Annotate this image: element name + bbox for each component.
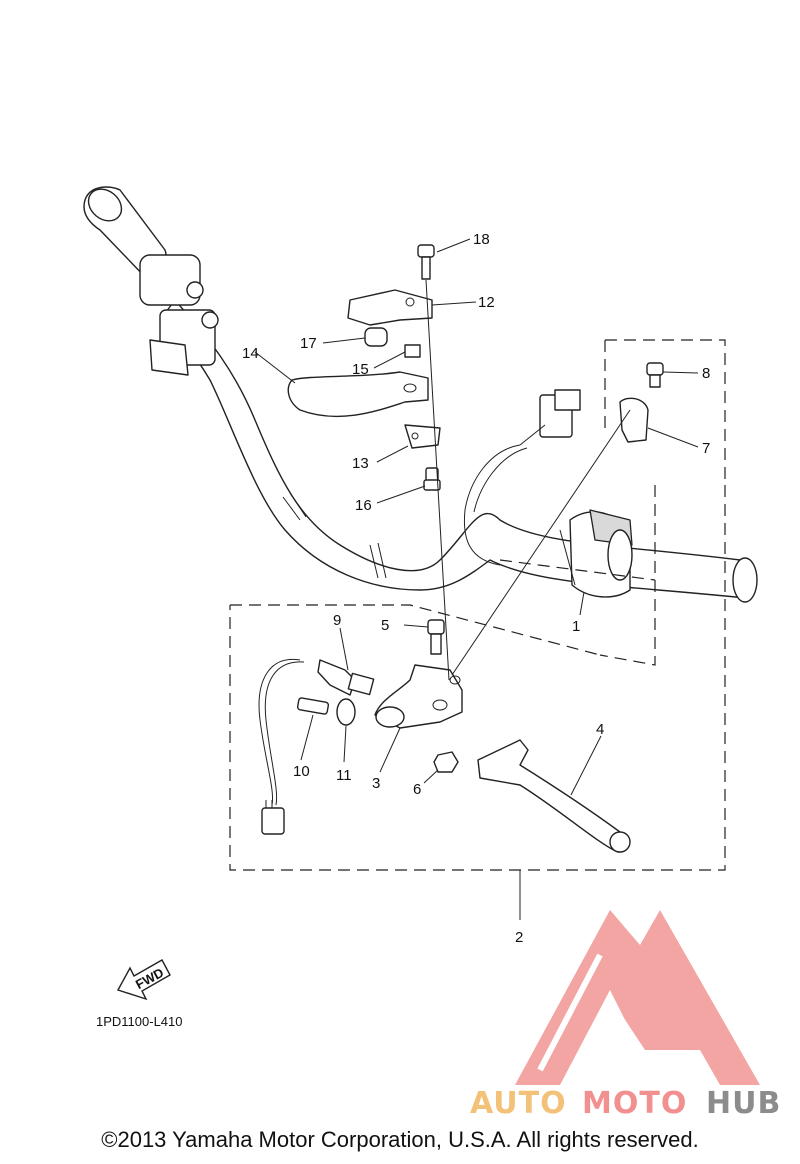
callout-15: 15 <box>352 361 369 378</box>
callout-17: 17 <box>300 335 317 352</box>
callout-3: 3 <box>372 775 380 792</box>
fwd-arrow-icon: FWD <box>116 959 171 1001</box>
callout-5: 5 <box>381 617 389 634</box>
callout-14: 14 <box>242 345 259 362</box>
svg-text:HUB: HUB <box>706 1086 781 1121</box>
part-4-lever <box>477 739 631 853</box>
part-6-nut <box>433 751 459 773</box>
automotohub-logo <box>515 910 760 1085</box>
assembly-axis <box>425 279 450 681</box>
switch-assembly <box>559 509 633 598</box>
callout-6: 6 <box>413 781 421 798</box>
part-14-lever <box>287 371 429 418</box>
part-7-clamp <box>619 397 649 443</box>
callout-13: 13 <box>352 455 369 472</box>
fwd-label: FWD <box>133 965 166 992</box>
automotohub-wordmark: AUTO MOTO HUB <box>470 1086 781 1121</box>
callout-10: 10 <box>293 763 310 780</box>
group-1-box <box>599 339 726 666</box>
right-grip-end <box>732 557 758 603</box>
callout-11: 11 <box>336 767 352 784</box>
callout-2: 2 <box>515 929 523 946</box>
svg-text:AUTO: AUTO <box>470 1086 567 1121</box>
callout-16: 16 <box>355 497 372 514</box>
parts-diagram: 18 12 17 15 14 13 16 8 7 1 5 9 10 11 3 6… <box>83 186 781 1121</box>
group-2-box <box>229 485 726 871</box>
callout-1: 1 <box>572 618 580 635</box>
svg-text:MOTO: MOTO <box>582 1086 687 1121</box>
part-15-bolt <box>404 344 421 358</box>
master-cylinder <box>139 254 219 376</box>
part-11-nut <box>336 698 356 726</box>
part-18-bolt <box>417 244 435 280</box>
part-9-switch-cable <box>258 658 375 835</box>
callout-9: 9 <box>333 612 341 629</box>
callout-7: 7 <box>702 440 710 457</box>
group-1-box-lower <box>499 559 656 581</box>
copyright-notice: ©2013 Yamaha Motor Corporation, U.S.A. A… <box>101 1127 699 1152</box>
part-3-lever-holder <box>374 664 463 729</box>
callout-18: 18 <box>473 231 490 248</box>
callout-4: 4 <box>596 721 604 738</box>
part-13-plate <box>404 424 441 449</box>
part-16-screw <box>423 467 441 491</box>
part-5-bolt <box>427 619 445 655</box>
callout-8: 8 <box>702 365 710 382</box>
assembly-axis-2 <box>451 409 631 676</box>
part-17-knob <box>364 327 388 347</box>
drawing-code: 1PD1100-L410 <box>96 1014 183 1029</box>
wire-harness <box>463 389 581 566</box>
part-8-screw <box>646 362 664 388</box>
part-12-holder <box>347 289 433 326</box>
callout-12: 12 <box>478 294 495 311</box>
part-10-adjuster <box>296 697 330 715</box>
